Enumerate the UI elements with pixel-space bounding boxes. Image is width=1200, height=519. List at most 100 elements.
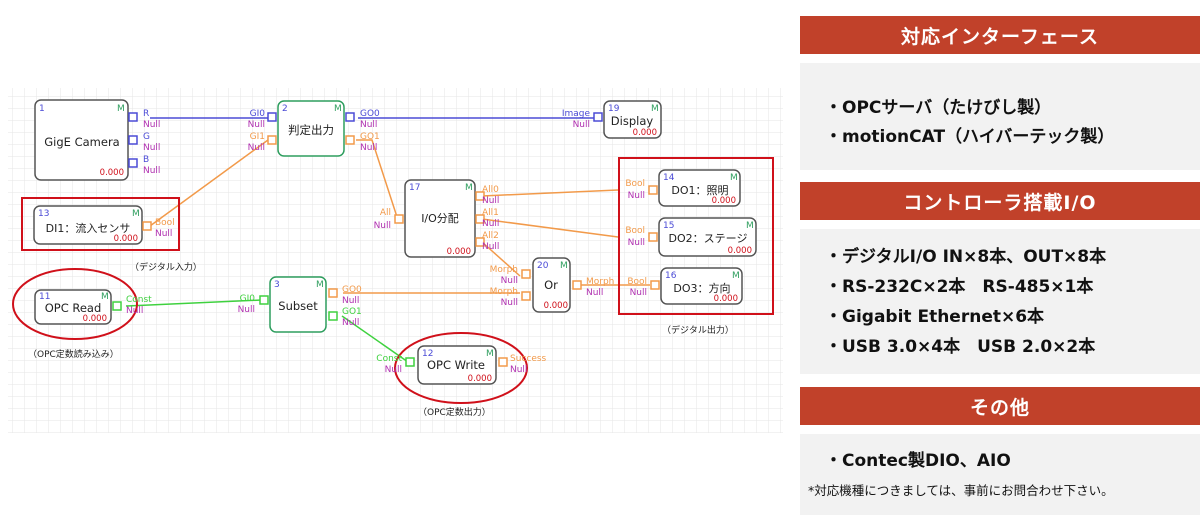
spec-panel: 対応インターフェース ・OPCサーバ（たけびし製） ・motionCAT（ハイバ… xyxy=(800,0,1200,515)
svg-text:Null: Null xyxy=(482,242,499,252)
svg-text:R: R xyxy=(143,109,149,119)
svg-text:Bool: Bool xyxy=(627,277,647,287)
node-di1-inflow-sensor[interactable]: 13 M DI1：流入センサ 0.000 Bool Null xyxy=(33,205,175,245)
node-do2-stage[interactable]: 15 M DO2：ステージ 0.000 Bool Null xyxy=(625,217,757,257)
svg-text:Morph: Morph xyxy=(586,277,614,287)
svg-text:Const: Const xyxy=(126,295,152,305)
svg-text:M: M xyxy=(132,209,140,219)
svg-text:M: M xyxy=(732,271,740,281)
svg-text:M: M xyxy=(651,104,659,114)
svg-text:0.000: 0.000 xyxy=(712,196,736,206)
caption-opc-read: （OPC定数読み込み） xyxy=(28,348,119,360)
svg-text:14: 14 xyxy=(663,173,675,183)
svg-text:Null: Null xyxy=(342,296,359,306)
caption-digital-out: （デジタル出力） xyxy=(662,324,734,336)
node-io-distribution[interactable]: 17 M I/O分配 0.000 All Null All0 Null All1… xyxy=(374,179,500,258)
node-opc-write[interactable]: 12 M OPC Write 0.000 Const Null Success … xyxy=(376,345,547,385)
svg-text:Null: Null xyxy=(360,143,377,153)
svg-text:0.000: 0.000 xyxy=(633,128,657,138)
node-display[interactable]: 19 M Display 0.000 Image Null xyxy=(562,100,662,139)
node-gige-camera[interactable]: 1 M GigE Camera 0.000 R Null G Null B Nu… xyxy=(34,99,160,181)
svg-text:GO0: GO0 xyxy=(360,109,380,119)
list-item: ・Gigabit Ethernet×6本 xyxy=(825,307,1045,327)
svg-text:M: M xyxy=(486,349,494,359)
section-other-body: ・Contec製DIO、AIO xyxy=(800,434,1200,515)
svg-text:GI0: GI0 xyxy=(250,109,266,119)
node-do3-direction[interactable]: 16 M DO3：方向 0.000 Bool Null xyxy=(627,267,743,305)
svg-text:GO1: GO1 xyxy=(360,132,380,142)
svg-text:All: All xyxy=(380,208,391,218)
caption-opc-write: （OPC定数出力） xyxy=(418,406,491,418)
svg-text:0.000: 0.000 xyxy=(114,234,138,244)
svg-text:20: 20 xyxy=(537,261,549,271)
svg-text:Null: Null xyxy=(342,318,359,328)
section-interfaces-title: 対応インターフェース xyxy=(800,16,1200,54)
section-other-title: その他 xyxy=(800,387,1200,425)
svg-text:All2: All2 xyxy=(482,231,499,241)
svg-text:Null: Null xyxy=(586,288,603,298)
node-opc-read[interactable]: 11 M OPC Read 0.000 Const Null xyxy=(34,289,152,325)
svg-text:Null: Null xyxy=(482,219,499,229)
svg-text:DO1：照明: DO1：照明 xyxy=(671,184,728,197)
svg-text:0.000: 0.000 xyxy=(728,246,752,256)
svg-text:Null: Null xyxy=(628,238,645,248)
svg-text:DO3：方向: DO3：方向 xyxy=(673,281,730,295)
svg-text:I/O分配: I/O分配 xyxy=(421,212,459,225)
caption-digital-in: （デジタル入力） xyxy=(130,261,202,273)
highlight-opc-write xyxy=(394,332,528,404)
svg-text:Null: Null xyxy=(143,166,160,176)
node-or[interactable]: 20 M Or 0.000 Morph Null Morph Null Morp… xyxy=(490,257,615,313)
section-interfaces-body: ・OPCサーバ（たけびし製） ・motionCAT（ハイバーテック製） xyxy=(800,63,1200,170)
svg-text:G: G xyxy=(143,132,150,142)
svg-text:GI1: GI1 xyxy=(250,132,265,142)
svg-text:Const: Const xyxy=(376,354,402,364)
svg-text:DI1：流入センサ: DI1：流入センサ xyxy=(46,221,131,235)
svg-text:1: 1 xyxy=(39,104,45,114)
conn-all1-do2 xyxy=(481,218,619,238)
highlight-opc-read xyxy=(12,268,138,340)
svg-text:M: M xyxy=(334,104,342,114)
svg-text:GO1: GO1 xyxy=(342,307,362,317)
svg-text:GI0: GI0 xyxy=(240,294,256,304)
section-controller-io-body: ・デジタルI/O IN×8本、OUT×8本 ・RS-232C×2本 RS-485… xyxy=(800,229,1200,374)
svg-text:GigE Camera: GigE Camera xyxy=(44,135,119,149)
svg-text:Bool: Bool xyxy=(625,179,645,189)
list-item: ・OPCサーバ（たけびし製） xyxy=(825,98,1052,118)
list-item: ・デジタルI/O IN×8本、OUT×8本 xyxy=(825,247,1107,267)
highlight-digital-in xyxy=(21,197,180,251)
svg-text:3: 3 xyxy=(274,280,280,290)
svg-text:Null: Null xyxy=(482,196,499,206)
conn-all2-or xyxy=(481,241,521,277)
svg-text:0.000: 0.000 xyxy=(544,301,568,311)
svg-text:0.000: 0.000 xyxy=(714,294,738,304)
svg-text:0.000: 0.000 xyxy=(100,168,124,178)
svg-text:Null: Null xyxy=(573,120,590,130)
svg-text:OPC Read: OPC Read xyxy=(45,301,102,315)
svg-text:Or: Or xyxy=(544,278,558,292)
svg-text:All1: All1 xyxy=(482,208,499,218)
svg-text:Null: Null xyxy=(385,365,402,375)
svg-text:0.000: 0.000 xyxy=(83,314,107,324)
node-subset[interactable]: 3 M Subset GI0 Null GO0 Null GO1 Null xyxy=(238,276,362,333)
conn-subset-opcwrite xyxy=(341,315,409,363)
svg-text:M: M xyxy=(316,280,324,290)
svg-text:15: 15 xyxy=(663,221,674,231)
svg-text:M: M xyxy=(101,292,109,302)
svg-text:13: 13 xyxy=(38,209,49,219)
svg-text:M: M xyxy=(465,183,473,193)
node-do1-lighting[interactable]: 14 M DO1：照明 0.000 Bool Null xyxy=(625,169,741,207)
conn-di1-gi1 xyxy=(149,139,269,227)
flow-diagram: 1 M GigE Camera 0.000 R Null G Null B Nu… xyxy=(8,88,783,433)
svg-text:12: 12 xyxy=(422,349,433,359)
svg-text:Success: Success xyxy=(510,354,547,364)
node-judge-output[interactable]: 2 M 判定出力 GI0 Null GI1 Null GO0 Null GO1 … xyxy=(248,100,380,157)
svg-text:Null: Null xyxy=(248,120,265,130)
svg-text:Null: Null xyxy=(628,191,645,201)
svg-text:Null: Null xyxy=(155,229,172,239)
svg-text:0.000: 0.000 xyxy=(447,247,471,257)
svg-text:Morph: Morph xyxy=(490,265,518,275)
svg-text:Null: Null xyxy=(143,120,160,130)
highlight-digital-out xyxy=(618,157,774,315)
svg-text:0.000: 0.000 xyxy=(468,374,492,384)
svg-text:Null: Null xyxy=(374,221,391,231)
